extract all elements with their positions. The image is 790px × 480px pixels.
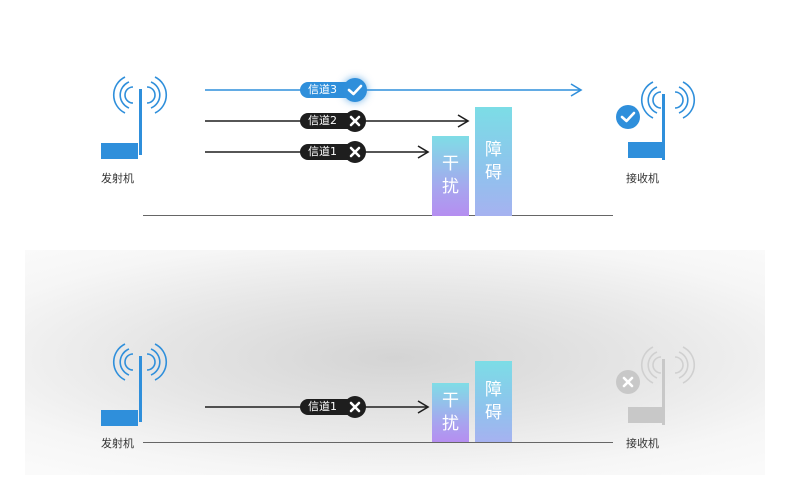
- channel2-close-icon: [344, 110, 366, 132]
- transmitter-antenna-icon: [101, 76, 168, 159]
- receiver-failed-close-icon: [616, 370, 640, 394]
- interference-char-2: 扰: [442, 413, 459, 434]
- channel3-arrow: [205, 83, 583, 97]
- obstacle-block: 障 碍: [475, 107, 512, 216]
- receiver-label: 接收机: [626, 172, 659, 185]
- scenario-top: 发射机 接收机 信道3 信道2 信道1 干 扰: [101, 76, 696, 216]
- receiver-ok-check-icon: [616, 105, 640, 129]
- interference-char-1: 干: [442, 154, 459, 174]
- interference-char-1: 干: [442, 390, 459, 411]
- transmitter-antenna-icon: [101, 343, 168, 426]
- channel3-check-icon: [343, 78, 367, 102]
- receiver-antenna-icon: [628, 81, 696, 160]
- receiver-label: 接收机: [626, 437, 659, 450]
- transmitter-label: 发射机: [101, 437, 134, 450]
- channel1-close-icon: [344, 141, 366, 163]
- ground-line: [143, 215, 613, 216]
- obstacle-char-2: 碍: [485, 402, 502, 423]
- obstacle-block: 障 碍: [475, 361, 512, 442]
- obstacle-char-1: 障: [485, 139, 502, 160]
- scenario-bottom: 发射机 接收机 信道1 干 扰 障 碍: [25, 250, 765, 475]
- ground-line: [143, 442, 613, 443]
- obstacle-char-1: 障: [485, 379, 502, 400]
- receiver-antenna-icon: [628, 346, 696, 425]
- channel1-close-icon: [344, 396, 366, 418]
- interference-block: 干 扰: [432, 136, 469, 216]
- transmitter-label: 发射机: [101, 172, 134, 185]
- interference-block: 干 扰: [432, 383, 469, 442]
- obstacle-char-2: 碍: [485, 162, 502, 183]
- interference-char-2: 扰: [442, 177, 459, 197]
